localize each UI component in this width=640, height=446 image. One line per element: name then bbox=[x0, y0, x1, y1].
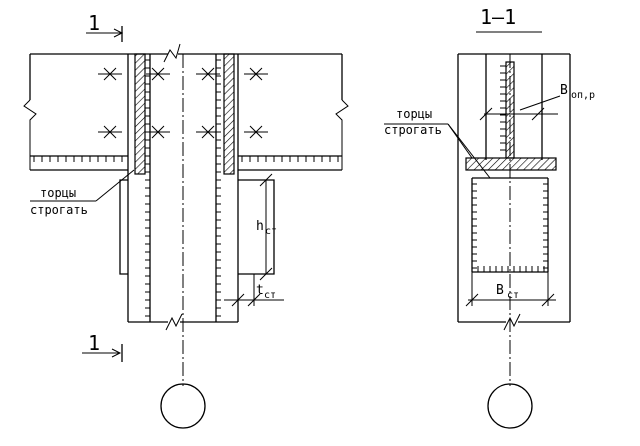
section-title: 1–1 bbox=[480, 5, 516, 29]
note-plane-ends-left: торцы строгать bbox=[30, 169, 135, 217]
support-stiffener bbox=[119, 179, 275, 275]
dimension-b-st: B ст bbox=[465, 272, 556, 307]
right-stiffener-plate bbox=[223, 53, 235, 175]
section-marker-top: 1 bbox=[86, 11, 124, 42]
dimension-t-st: t ст bbox=[224, 274, 284, 307]
left-stiffener-plate bbox=[134, 53, 146, 175]
left-view: 1 1 bbox=[23, 11, 349, 429]
note-right-line1: торцы bbox=[396, 107, 432, 121]
lower-flange bbox=[29, 150, 343, 171]
dim-t-sub: ст bbox=[264, 290, 276, 301]
axis-marker-circle bbox=[160, 383, 206, 429]
section-marker-bottom: 1 bbox=[82, 331, 123, 362]
note-right-line2: строгать bbox=[384, 123, 442, 137]
axis-marker-circle-right bbox=[487, 383, 533, 429]
column-weld-ticks bbox=[145, 59, 221, 317]
dim-b-op-label: B bbox=[560, 83, 568, 98]
note-line2: строгать bbox=[30, 203, 88, 217]
dim-h-label: h bbox=[256, 219, 264, 234]
dim-h-sub: ст bbox=[265, 226, 277, 237]
note-line1: торцы bbox=[40, 186, 76, 200]
support-plate bbox=[465, 157, 557, 171]
dimension-h-st: h ст bbox=[256, 173, 277, 281]
dim-b-st-sub: ст bbox=[507, 290, 519, 301]
section-mark-bottom-label: 1 bbox=[88, 331, 100, 355]
dim-t-label: t bbox=[256, 283, 264, 298]
dim-b-st-label: B bbox=[496, 283, 504, 298]
right-view: 1–1 B оп,р bbox=[384, 5, 595, 429]
bolt-marks bbox=[98, 67, 268, 139]
dimension-b-op: B оп,р bbox=[479, 83, 595, 121]
note-plane-ends-right: торцы строгать bbox=[384, 107, 491, 179]
stiffener-block bbox=[471, 177, 549, 273]
dim-b-op-sub: оп,р bbox=[571, 90, 595, 101]
upper-beam bbox=[23, 43, 349, 150]
section-mark-top-label: 1 bbox=[88, 11, 100, 35]
